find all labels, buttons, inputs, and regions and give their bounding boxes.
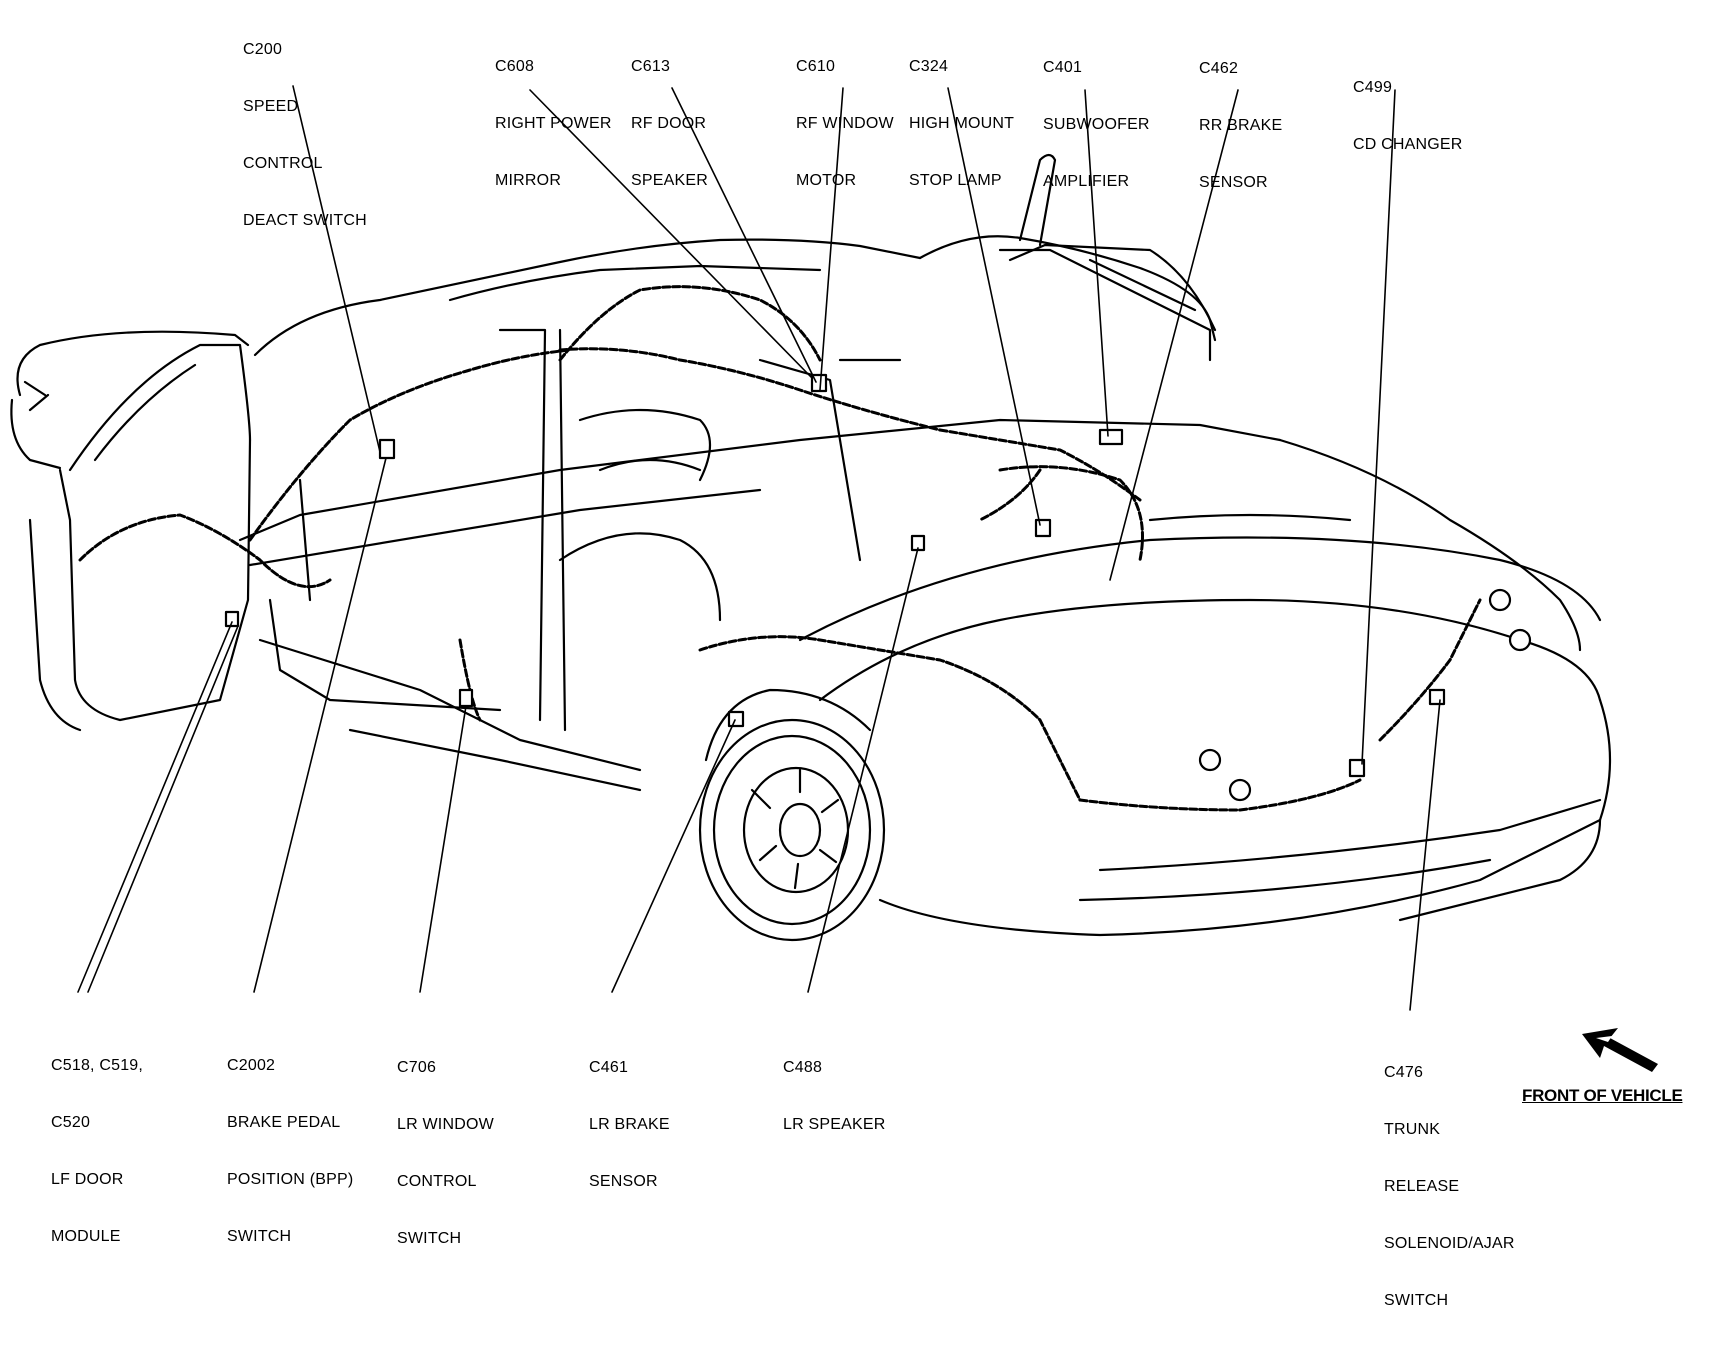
callout-c461-line2: SENSOR — [589, 1173, 658, 1190]
callout-c608-code: C608 — [495, 58, 535, 75]
vehicle-wiring-illustration — [10, 85, 1612, 1011]
callout-c476-line1: TRUNK — [1384, 1121, 1441, 1138]
callout-c518-line1: C520 — [51, 1114, 91, 1131]
callout-c401-line1: SUBWOOFER — [1043, 116, 1150, 133]
callout-c706-line1: LR WINDOW — [397, 1116, 494, 1133]
callout-c610: C610 RF WINDOW MOTOR — [796, 19, 894, 228]
callout-c324: C324 HIGH MOUNT STOP LAMP — [909, 19, 1014, 228]
callout-c706-line3: SWITCH — [397, 1230, 462, 1247]
callout-c613-line2: SPEAKER — [631, 172, 708, 189]
callout-c461-code: C461 — [589, 1059, 629, 1076]
callout-c462: C462 RR BRAKE SENSOR — [1199, 21, 1282, 230]
callout-c461-line1: LR BRAKE — [589, 1116, 670, 1133]
callout-c518-line3: MODULE — [51, 1228, 121, 1245]
callout-c608: C608 RIGHT POWER MIRROR — [495, 19, 612, 228]
callout-c476-line4: SWITCH — [1384, 1292, 1449, 1309]
callout-c706-code: C706 — [397, 1059, 437, 1076]
callout-c499-code: C499 — [1353, 79, 1393, 96]
callout-c200-line2: CONTROL — [243, 155, 323, 172]
rear-wheel — [698, 688, 886, 942]
callout-c706-line2: CONTROL — [397, 1173, 477, 1190]
callout-c462-code: C462 — [1199, 60, 1239, 77]
callout-c518-code: C518, C519, — [51, 1057, 144, 1074]
callout-c476-line3: SOLENOID/AJAR — [1384, 1235, 1515, 1252]
callout-c461: C461 LR BRAKE SENSOR — [589, 1020, 670, 1229]
callout-c499-line1: CD CHANGER — [1353, 136, 1463, 153]
callout-c324-code: C324 — [909, 58, 949, 75]
callout-c462-line2: SENSOR — [1199, 174, 1268, 191]
connectors — [224, 373, 1532, 802]
callout-c2002-line3: SWITCH — [227, 1228, 292, 1245]
callout-c610-line1: RF WINDOW — [796, 115, 894, 132]
callout-c613: C613 RF DOOR SPEAKER — [631, 19, 708, 228]
callout-c401-line2: AMPLIFIER — [1043, 173, 1130, 190]
callout-c488: C488 LR SPEAKER — [783, 1020, 885, 1172]
callout-c200: C200 SPEED CONTROL DEACT SWITCH — [243, 2, 367, 268]
callout-c2002-code: C2002 — [227, 1057, 276, 1074]
callout-c2002-line1: BRAKE PEDAL — [227, 1114, 341, 1131]
callout-c610-code: C610 — [796, 58, 836, 75]
callout-c401-code: C401 — [1043, 59, 1083, 76]
callout-c499: C499 CD CHANGER — [1353, 40, 1463, 192]
wiring-harness — [78, 285, 1482, 812]
leader-lines — [77, 85, 1441, 1011]
callout-c488-line1: LR SPEAKER — [783, 1116, 886, 1133]
wiring-location-diagram: C200 SPEED CONTROL DEACT SWITCH C608 RIG… — [10, 2, 1683, 1309]
callout-c610-line2: MOTOR — [796, 172, 857, 189]
callout-c200-line1: SPEED — [243, 98, 299, 115]
callout-c476-line2: RELEASE — [1384, 1178, 1460, 1195]
vehicle-body-outline — [10, 153, 1612, 937]
callout-c401: C401 SUBWOOFER AMPLIFIER — [1043, 20, 1150, 229]
callout-c476: C476 TRUNK RELEASE SOLENOID/AJAR SWITCH — [1384, 1025, 1515, 1348]
callout-c613-code: C613 — [631, 58, 671, 75]
callout-c518: C518, C519, C520 LF DOOR MODULE — [51, 1018, 143, 1284]
callout-c324-line2: STOP LAMP — [909, 172, 1002, 189]
callout-c200-line3: DEACT SWITCH — [243, 212, 367, 229]
front-of-vehicle-label: FRONT OF VEHICLE — [1522, 1086, 1683, 1105]
callout-c613-line1: RF DOOR — [631, 115, 707, 132]
front-arrow-icon — [1582, 1028, 1658, 1072]
callout-c324-line1: HIGH MOUNT — [909, 115, 1015, 132]
callout-c476-code: C476 — [1384, 1064, 1424, 1081]
callout-c462-line1: RR BRAKE — [1199, 117, 1283, 134]
callout-c518-line2: LF DOOR — [51, 1171, 124, 1188]
callout-c608-line2: MIRROR — [495, 172, 562, 189]
callout-c488-code: C488 — [783, 1059, 823, 1076]
callout-c2002: C2002 BRAKE PEDAL POSITION (BPP) SWITCH — [227, 1018, 353, 1284]
callout-c200-code: C200 — [243, 41, 283, 58]
callout-c2002-line2: POSITION (BPP) — [227, 1171, 354, 1188]
callout-c608-line1: RIGHT POWER — [495, 115, 612, 132]
callout-c706: C706 LR WINDOW CONTROL SWITCH — [397, 1020, 494, 1286]
